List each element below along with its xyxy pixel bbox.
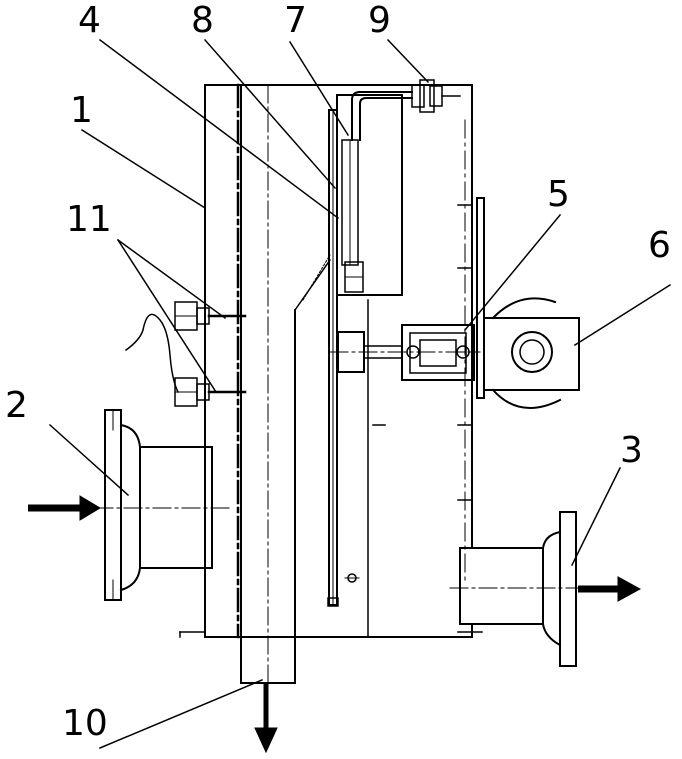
wire-conduit [352,92,412,140]
inlet-nozzle [95,410,230,600]
bottom-outlet-pipe [241,85,330,700]
drive-shaft [330,332,480,372]
drive-motor [484,298,579,408]
mounting-bolts [175,302,245,406]
label-part-6: 6 [648,225,671,266]
label-part-5: 5 [547,174,570,215]
wall-ticks [373,205,472,500]
label-part-4: 4 [78,0,101,41]
heater-box [337,95,402,295]
housing-centerline [238,85,465,637]
inlet-arrow [28,495,101,521]
housing-body [180,85,482,637]
label-part-7: 7 [284,0,307,41]
label-part-8: 8 [191,0,214,41]
label-part-1: 1 [70,90,93,131]
arrows [28,495,642,754]
label-part-9: 9 [368,0,391,41]
side-outlet-nozzle [450,512,590,666]
break-line [126,314,178,392]
label-part-3: 3 [620,430,643,471]
motor-mount-plate [477,198,484,398]
leader-lines [50,40,670,748]
label-part-11: 11 [66,199,112,240]
label-part-10: 10 [62,703,108,744]
bottom-arrow [254,683,278,754]
label-part-2: 2 [5,385,28,426]
bearing-housing [402,325,474,380]
outlet-arrow [578,576,642,602]
